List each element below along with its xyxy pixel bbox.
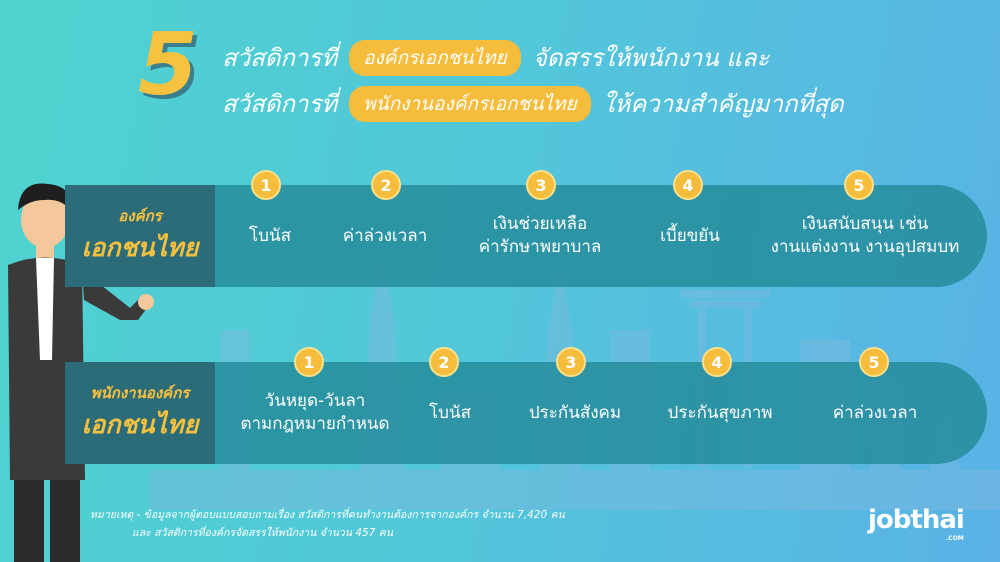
benefit-item: ประกันสังคม [528, 402, 622, 423]
band-label: องค์กร เอกชนไทย [65, 185, 215, 287]
headline-line-2: สวัสดิการที่ พนักงานองค์กรเอกชนไทย ให้คว… [222, 84, 844, 123]
benefit-item: โบนัส [429, 402, 471, 423]
rank-badge: 2 [429, 347, 459, 377]
benefit-item: เงินสนับสนุน เช่น งานแต่งงาน งานอุปสมบท [770, 214, 960, 257]
benefit-item: เงินช่วยเหลือ ค่ารักษาพยาบาล [478, 214, 602, 257]
benefit-item: วันหยุด-วันลา ตามกฎหมายกำหนด [240, 391, 390, 434]
footnote: หมายเหตุ - ข้อมูลจากผู้ตอบแบบสอบถามเรื่อ… [90, 507, 565, 543]
band-label-line2: เอกชนไทย [81, 233, 199, 262]
rank-badge: 3 [526, 170, 556, 200]
headline-line-1: สวัสดิการที่ องค์กรเอกชนไทย จัดสรรให้พนั… [222, 38, 769, 77]
logo-text: jobthai [868, 505, 965, 535]
rank-badge: 5 [859, 347, 889, 377]
rank-badge: 4 [673, 170, 703, 200]
band-label: พนักงานองค์กร เอกชนไทย [65, 362, 215, 464]
benefit-item: ค่าล่วงเวลา [342, 225, 428, 246]
benefit-item: เบี้ยขยัน [660, 225, 720, 246]
benefits-band-employees: พนักงานองค์กร เอกชนไทย วันหยุด-วันลา ตาม… [65, 362, 987, 464]
rank-badge: 1 [251, 170, 281, 200]
headline-text: ให้ความสำคัญมากที่สุด [602, 90, 844, 118]
band-label-line1: องค์กร [118, 207, 162, 225]
logo-suffix: .COM [946, 535, 964, 542]
headline-text: สวัสดิการที่ [222, 44, 338, 72]
rank-badge: 1 [294, 347, 324, 377]
headline-text: จัดสรรให้พนักงาน และ [532, 44, 770, 72]
band-label-line1: พนักงานองค์กร [90, 384, 190, 402]
headline-pill: พนักงานองค์กรเอกชนไทย [349, 85, 591, 122]
benefit-item: ค่าล่วงเวลา [832, 402, 918, 423]
rank-badge: 5 [844, 170, 874, 200]
rank-badge: 2 [371, 170, 401, 200]
rank-badge: 4 [702, 347, 732, 377]
footnote-line: หมายเหตุ - ข้อมูลจากผู้ตอบแบบสอบถามเรื่อ… [90, 509, 565, 521]
benefits-band-organization: องค์กร เอกชนไทย โบนัส ค่าล่วงเวลา เงินช่… [65, 185, 987, 287]
rank-badge: 3 [556, 347, 586, 377]
headline-text: สวัสดิการที่ [222, 90, 338, 118]
headline-pill: องค์กรเอกชนไทย [349, 39, 521, 76]
benefit-item: ประกันสุขภาพ [667, 402, 773, 423]
band-label-line2: เอกชนไทย [81, 410, 199, 439]
headline-number: 5 [138, 15, 198, 115]
benefit-item: โบนัส [249, 225, 291, 246]
jobthai-logo: jobthai .COM [868, 505, 965, 542]
footnote-line: และ สวัสดิการที่องค์กรจัดสรรให้พนักงาน จ… [132, 526, 393, 539]
businessman-illustration [8, 183, 154, 562]
